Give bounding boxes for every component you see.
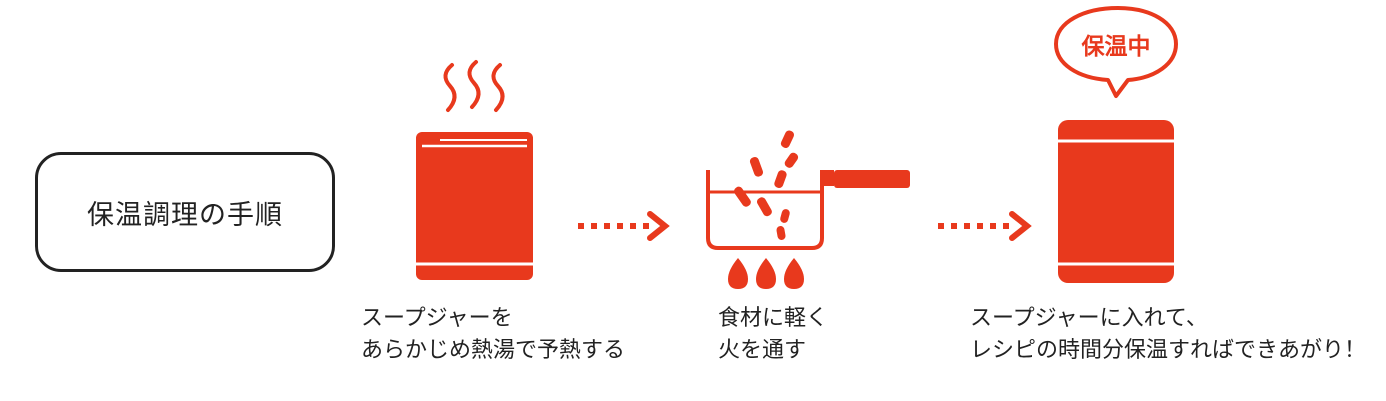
step-2-caption: 食材に軽く 火を通す — [718, 303, 828, 367]
speech-bubble-icon — [1054, 6, 1178, 98]
step-1-caption: スープジャーを あらかじめ熱湯で予熱する — [361, 303, 625, 367]
step-2-line-1: 食材に軽く — [718, 306, 829, 331]
step-3-line-1: スープジャーに入れて、 — [970, 306, 1208, 331]
step-1-line-1: スープジャーを — [361, 306, 513, 331]
arrow-icon — [938, 211, 1032, 241]
step-1-line-2: あらかじめ熱湯で予熱する — [361, 338, 626, 363]
title-box: 保温調理の手順 — [35, 152, 335, 272]
saucepan-icon — [706, 170, 910, 250]
page-title: 保温調理の手順 — [87, 199, 283, 231]
soup-jar-warming-icon — [1058, 120, 1174, 283]
soup-jar-preheat-icon — [416, 132, 533, 280]
steam-icon — [443, 60, 505, 112]
flame-icon — [728, 258, 804, 289]
step-2-line-2: 火を通す — [718, 338, 807, 363]
bubble-label: 保温中 — [1081, 33, 1151, 60]
step-3-caption: スープジャーに入れて、 レシピの時間分保温すればできあがり！ — [970, 303, 1366, 367]
step-3-line-2: レシピの時間分保温すればできあがり！ — [970, 338, 1367, 363]
arrow-icon — [578, 211, 670, 241]
food-pieces-icon — [733, 130, 799, 240]
